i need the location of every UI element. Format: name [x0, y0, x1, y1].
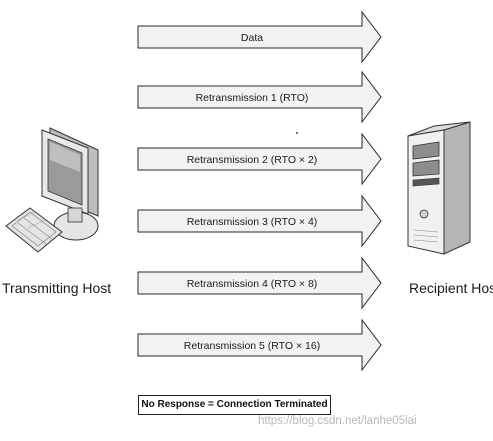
- arrow-shape: [137, 256, 382, 310]
- arrow-shape: [137, 194, 382, 248]
- arrow-retransmission-2: Retransmission 2 (RTO × 2): [137, 132, 382, 186]
- arrow-label: Retransmission 2 (RTO × 2): [187, 154, 318, 166]
- arrow-data: Data: [137, 10, 382, 64]
- desktop-computer-icon: [5, 127, 99, 253]
- arrow-shape: [137, 132, 382, 186]
- arrow-retransmission-5: Retransmission 5 (RTO × 16): [137, 318, 382, 372]
- arrow-label: Retransmission 3 (RTO × 4): [187, 216, 318, 228]
- arrow-label: Data: [241, 32, 263, 44]
- arrow-label: Retransmission 5 (RTO × 16): [184, 340, 320, 352]
- stray-dot: [296, 132, 298, 134]
- arrow-shape: [137, 318, 382, 372]
- recipient-host-label: Recipient Host: [409, 280, 493, 296]
- server-tower-icon: [407, 121, 471, 255]
- arrow-shape: [137, 70, 382, 124]
- watermark-url: https://blog.csdn.net/lanhe05lai: [258, 415, 417, 427]
- connection-terminated-box: No Response = Connection Terminated: [138, 395, 331, 415]
- arrow-label: Retransmission 4 (RTO × 8): [187, 278, 318, 290]
- transmitting-host-label: Transmitting Host: [2, 280, 112, 296]
- arrow-shape: [137, 10, 382, 64]
- arrow-retransmission-1: Retransmission 1 (RTO): [137, 70, 382, 124]
- arrow-label: Retransmission 1 (RTO): [196, 92, 309, 104]
- arrow-retransmission-3: Retransmission 3 (RTO × 4): [137, 194, 382, 248]
- arrow-retransmission-4: Retransmission 4 (RTO × 8): [137, 256, 382, 310]
